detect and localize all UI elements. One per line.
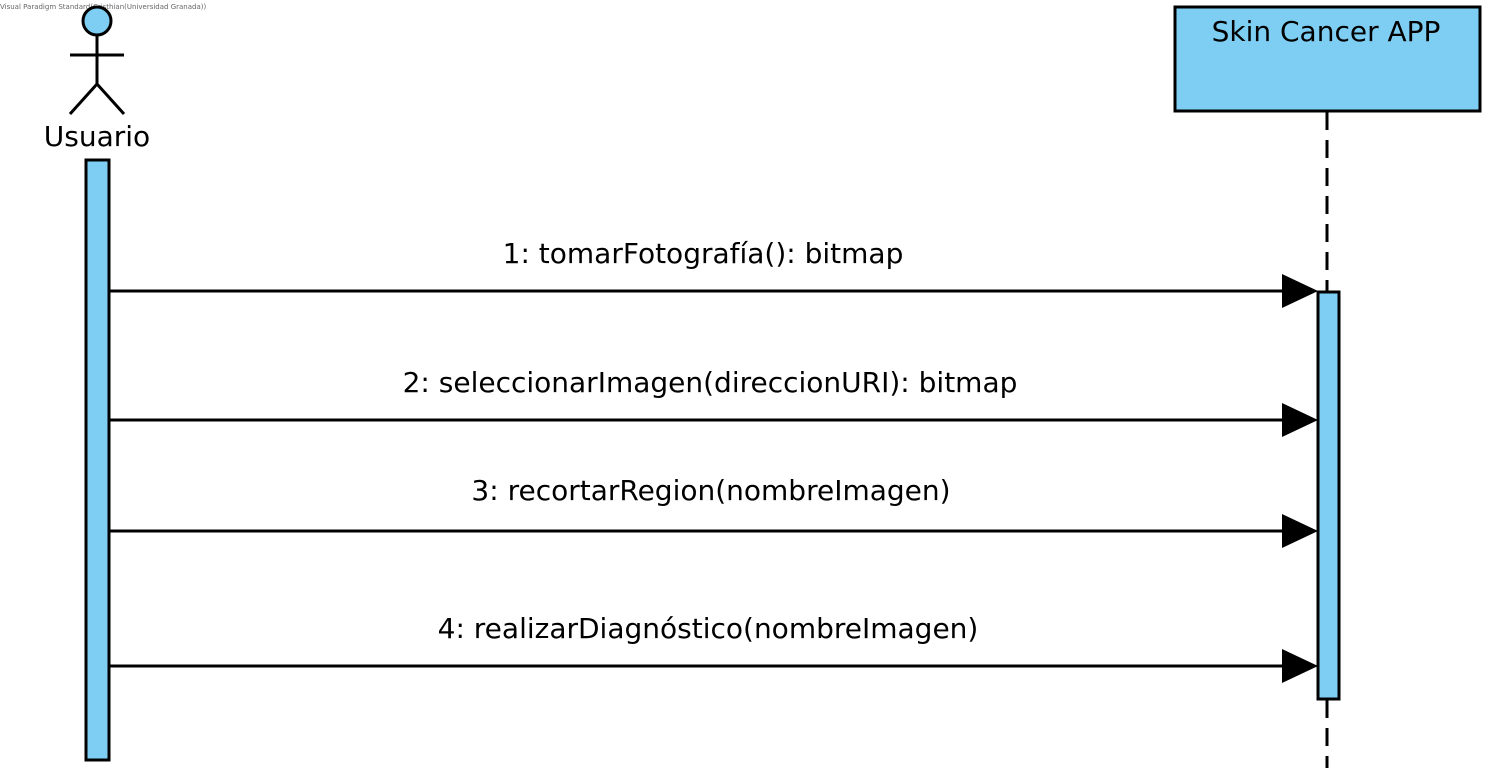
- message-label: 2: seleccionarImagen(direccionURI): bitm…: [403, 366, 1018, 399]
- lifeline-header-box: [1173, 5, 1482, 113]
- arrowhead-icon: [1282, 649, 1318, 683]
- message-label: 3: recortarRegion(nombreImagen): [471, 474, 950, 507]
- arrowhead-icon: [1282, 514, 1318, 548]
- actor-activation-bar: [84, 158, 111, 762]
- actor-label: Usuario: [44, 120, 150, 153]
- arrowhead-icon: [1282, 403, 1318, 437]
- message-4: 4: realizarDiagnóstico(nombreImagen): [110, 612, 1318, 683]
- message-2: 2: seleccionarImagen(direccionURI): bitm…: [110, 366, 1318, 437]
- message-3: 3: recortarRegion(nombreImagen): [110, 474, 1318, 548]
- message-label: 4: realizarDiagnóstico(nombreImagen): [438, 612, 979, 645]
- actor-stick-figure-icon: [68, 5, 126, 116]
- lifeline-title: Skin Cancer APP: [1212, 15, 1441, 48]
- arrowhead-icon: [1282, 274, 1318, 308]
- lifeline-activation-bar: [1316, 290, 1341, 701]
- message-label: 1: tomarFotografía(): bitmap: [503, 237, 904, 270]
- message-1: 1: tomarFotografía(): bitmap: [110, 237, 1318, 308]
